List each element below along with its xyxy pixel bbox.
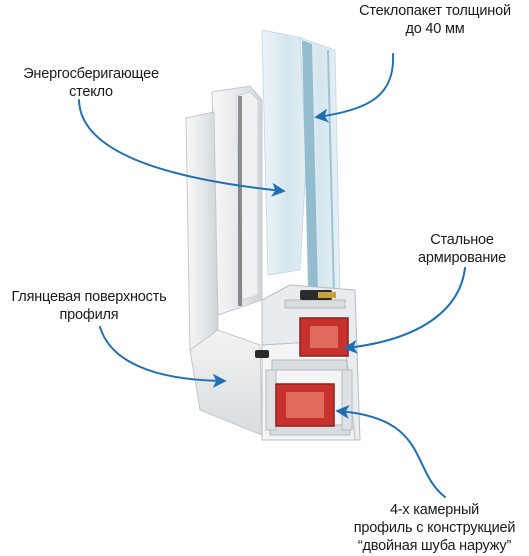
callout-energy-glass: Энергосберигающее стекло [23,66,159,100]
arrow-steel [343,267,466,354]
callout-chamber-profile: 4-х камерный профиль с конструкцией “дво… [353,502,516,554]
sash-profile [211,85,263,316]
arrow-energy-glass [78,99,286,197]
steel-reinforcement-lower [275,383,335,427]
arrow-glossy [99,326,227,388]
callout-steel: Стальное армирование [418,232,506,266]
callout-glass-unit: Стеклопакет толщиной до 40 мм [359,3,511,37]
arrow-glass-unit [314,53,395,123]
steel-reinforcement-upper [299,317,349,357]
arrow-chamber [335,404,446,498]
callout-glossy-surface: Глянцевая поверхность профиля [11,289,167,323]
glass-unit [261,29,341,301]
